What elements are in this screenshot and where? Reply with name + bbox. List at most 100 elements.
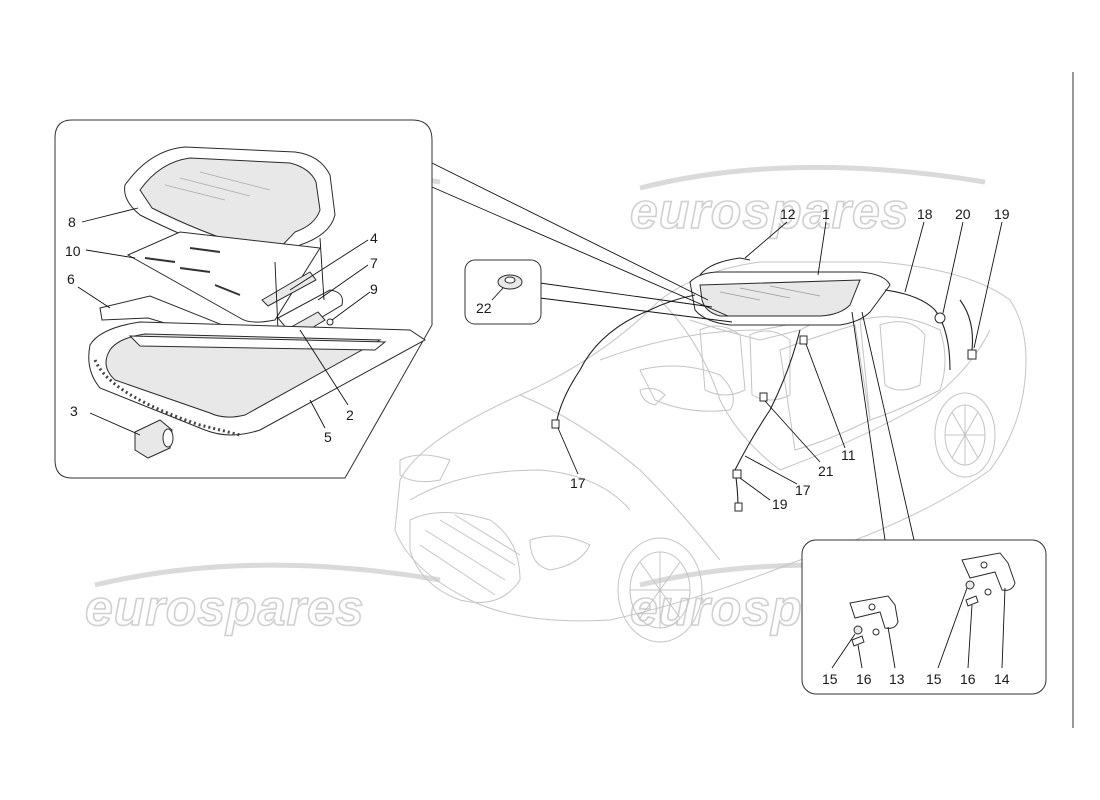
glass-reflection (719, 285, 821, 301)
leader-14 (1001, 587, 1006, 669)
leader-16b (967, 604, 973, 669)
bracket-14 (961, 552, 1016, 591)
watermark-text: eurospares (85, 580, 365, 636)
dashboard (639, 365, 734, 412)
tray-rail (128, 335, 387, 351)
leader-8 (81, 207, 139, 223)
grille-bars (419, 514, 521, 596)
label-15: 15 (926, 671, 942, 687)
tray-foam-edge (93, 359, 241, 437)
nut-15 (965, 580, 975, 590)
washer (872, 628, 880, 636)
watermark-swoosh (94, 562, 441, 588)
label-19: 19 (772, 496, 788, 512)
leader-7 (317, 264, 369, 301)
car-body (394, 261, 1027, 622)
clip-inset: 22 (464, 259, 542, 325)
label-18: 18 (917, 206, 933, 222)
sunroof-motor (134, 419, 173, 459)
tray-opening (105, 333, 382, 418)
bolt-16 (965, 595, 979, 607)
label-16: 16 (856, 671, 872, 687)
label-6: 6 (67, 271, 75, 287)
label-8: 8 (68, 214, 76, 230)
label-20: 20 (955, 206, 971, 222)
hose-end (967, 349, 977, 360)
bracket-hole (868, 603, 876, 611)
clip-center (504, 276, 516, 284)
cabin-line (659, 299, 991, 471)
hose-grommet (934, 312, 946, 324)
label-7: 7 (370, 255, 378, 271)
leader-21 (764, 400, 821, 463)
headlight-left (529, 535, 591, 571)
drain-hose-rear-left (884, 289, 951, 371)
leader-2 (299, 329, 349, 406)
leader-11 (805, 343, 846, 449)
bracket-inset: 15 16 13 15 16 14 (801, 539, 1047, 695)
leader-5 (309, 399, 326, 429)
leader-10 (85, 249, 136, 259)
motor-gear (162, 428, 174, 448)
bracket-hole (980, 561, 988, 569)
assembly-line (274, 261, 279, 331)
pointer-line (429, 161, 709, 301)
glass-panel-inner (139, 157, 321, 256)
leader-3 (89, 412, 141, 436)
rear-spokes (945, 405, 985, 465)
label-17: 17 (795, 482, 811, 498)
screw-9 (326, 318, 334, 326)
leader-13 (887, 626, 896, 669)
bracket-inset-frame (801, 539, 1047, 695)
pointer-line (851, 311, 886, 541)
clip-part-21 (759, 392, 768, 402)
clip-inset-frame (464, 259, 542, 325)
pointer-line (861, 311, 915, 541)
glass-reflection (164, 171, 271, 201)
leader-1 (817, 221, 827, 276)
clip-part-11 (799, 335, 808, 345)
label-9: 9 (370, 281, 378, 297)
leader-15a (831, 633, 856, 669)
front-door-window (779, 324, 871, 451)
bolt-16 (851, 635, 865, 647)
leader-6 (77, 286, 111, 309)
seat-front-2 (749, 330, 791, 401)
label-17: 17 (570, 475, 586, 491)
label-15: 15 (822, 671, 838, 687)
frame-slots (144, 247, 241, 296)
leader-22 (491, 287, 504, 301)
headlight-right (399, 454, 451, 483)
label-22: 22 (476, 300, 492, 316)
deflector-bar (261, 271, 317, 307)
leader-16a (857, 644, 863, 669)
sunroof-glass (699, 279, 861, 317)
hose-clip (732, 469, 742, 479)
sunroof-exploded-inset: 8 10 6 4 7 9 2 3 5 (54, 119, 433, 479)
leader-18 (904, 221, 925, 293)
label-10: 10 (65, 243, 81, 259)
label-2: 2 (346, 407, 354, 423)
nut-15 (853, 625, 863, 635)
label-16: 16 (960, 671, 976, 687)
leader-19a (973, 221, 1003, 349)
rear-door-window (859, 316, 946, 421)
label-21: 21 (818, 463, 834, 479)
leader-20 (942, 221, 964, 314)
mirror (639, 387, 666, 406)
watermark-text: eurospares (630, 183, 910, 239)
main-callouts: 12 1 18 20 19 11 21 17 17 19 (557, 206, 1010, 512)
leader-19b (739, 477, 771, 501)
car-sunroof-assembly (551, 257, 977, 512)
seat-front (699, 325, 746, 396)
front-wheel (617, 537, 703, 643)
label-4: 4 (370, 230, 378, 246)
label-19: 19 (994, 206, 1010, 222)
label-11: 11 (841, 447, 856, 463)
label-1: 1 (822, 206, 830, 222)
washer (984, 588, 992, 596)
label-5: 5 (324, 429, 332, 445)
pointer-line (431, 186, 729, 317)
label-13: 13 (889, 671, 905, 687)
